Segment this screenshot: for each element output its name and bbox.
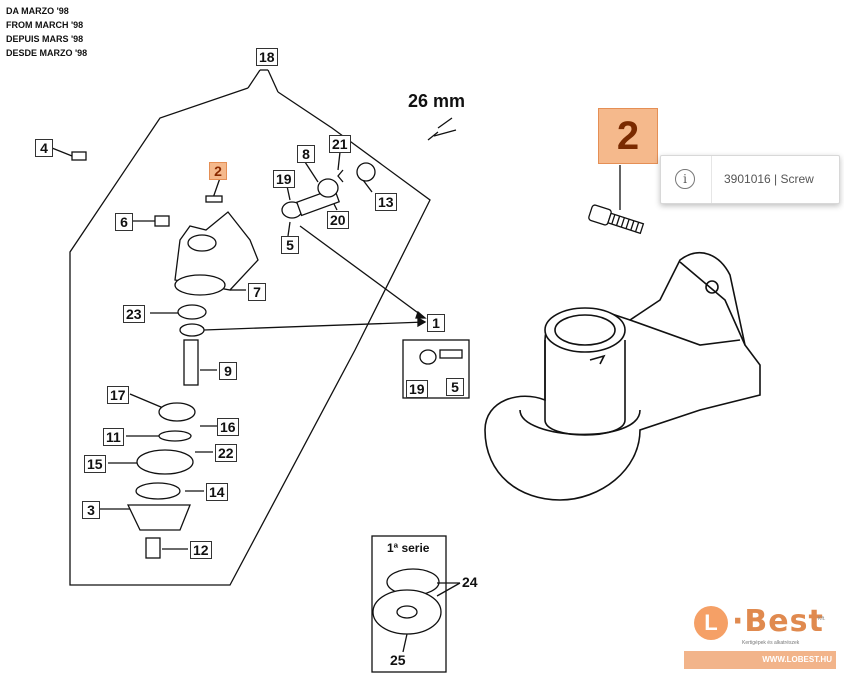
date-header: DA MARZO '98 FROM MARCH '98 DEPUIS MARS … (6, 4, 87, 60)
selected-part-number[interactable]: 2 (598, 108, 658, 164)
ring-11-16 (158, 430, 192, 442)
serie-label: 1ª serie (387, 541, 430, 555)
cap-15 (136, 449, 194, 475)
callout-23: 23 (123, 305, 145, 323)
callout-21: 21 (329, 135, 351, 153)
callout-3: 3 (82, 501, 100, 519)
shaft-9 (183, 339, 199, 386)
callout-13: 13 (375, 193, 397, 211)
tooltip-text: 3901016 | Screw (724, 172, 814, 186)
assembly-outline (69, 87, 431, 586)
callout-15: 15 (84, 455, 106, 473)
callout-20: 20 (327, 211, 349, 229)
logo-url: WWW.LOBEST.HU (684, 651, 836, 669)
callout-4: 4 (35, 139, 53, 157)
gear-small (179, 323, 205, 337)
callout-19: 19 (273, 170, 295, 188)
bearing-23 (177, 304, 207, 320)
lobest-logo: L ·Best Kft. Kertigépek és alkatrészek W… (684, 604, 836, 670)
callout-5-inset: 5 (446, 378, 464, 396)
bolt-4 (71, 151, 87, 161)
part-tooltip: i 3901016 | Screw (660, 155, 840, 204)
header-line-es: DESDE MARZO '98 (6, 48, 88, 58)
bearing-17 (158, 402, 196, 422)
callout-17: 17 (107, 386, 129, 404)
callout-18: 18 (256, 48, 278, 66)
header-line-en: FROM MARCH '98 (6, 20, 84, 30)
callout-8: 8 (297, 145, 315, 163)
logo-subtitle: Kertigépek és alkatrészek (742, 640, 800, 646)
callout-24: 24 (462, 574, 478, 590)
bolt-12 (145, 537, 161, 559)
callout-16: 16 (217, 418, 239, 436)
washer-14 (135, 482, 181, 500)
info-icon: i (675, 169, 695, 189)
gear-housing-large (484, 251, 761, 501)
cup-3 (126, 504, 191, 531)
callout-14: 14 (206, 483, 228, 501)
callout-1: 1 (427, 314, 445, 332)
callout-6: 6 (115, 213, 133, 231)
pinion-assembly (281, 162, 376, 219)
callout-9: 9 (219, 362, 237, 380)
screw-large (588, 204, 645, 235)
small-housing-7 (174, 211, 259, 296)
callout-12: 12 (190, 541, 212, 559)
callout-2-highlighted[interactable]: 2 (209, 162, 227, 180)
callout-22: 22 (215, 444, 237, 462)
logo-mark: L (694, 606, 728, 640)
measure-label: 26 mm (408, 91, 466, 111)
screw-2-small (205, 195, 223, 203)
logo-suffix: Kft. (818, 616, 826, 622)
header-line-fr: DEPUIS MARS '98 (6, 34, 84, 44)
callout-11: 11 (103, 428, 124, 446)
bolt-6 (154, 215, 170, 227)
logo-name: ·Best (732, 604, 824, 639)
callout-19-inset: 19 (406, 380, 428, 398)
callout-25: 25 (390, 652, 406, 668)
tooltip-icon-area: i (661, 156, 712, 203)
callout-5: 5 (281, 236, 299, 254)
header-line-it: DA MARZO '98 (6, 6, 69, 16)
callout-7: 7 (248, 283, 266, 301)
